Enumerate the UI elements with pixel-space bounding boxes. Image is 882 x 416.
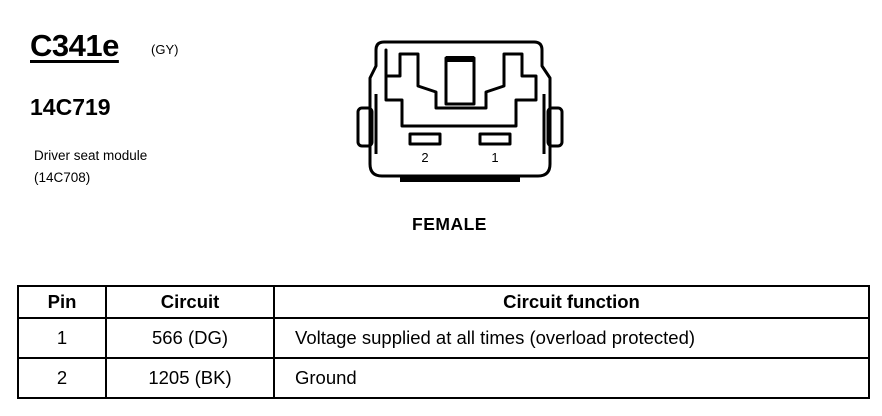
pin-label-1: 1 xyxy=(491,150,498,165)
table-row: 2 1205 (BK) Ground xyxy=(17,357,870,399)
part-number: 14C719 xyxy=(30,94,111,120)
header-pin: Pin xyxy=(17,285,107,319)
pin-table: Pin Circuit Circuit function 1 566 (DG) … xyxy=(17,285,870,399)
header-circuit: Circuit xyxy=(105,285,275,319)
header-circuit-function: Circuit function xyxy=(273,285,870,319)
pin-slot-1 xyxy=(478,132,512,146)
cell-function: Voltage supplied at all times (overload … xyxy=(273,317,870,359)
connector-latch xyxy=(444,56,476,106)
cell-pin: 2 xyxy=(17,357,107,399)
component-description: Driver seat module xyxy=(34,148,148,163)
pin-label-2: 2 xyxy=(421,150,428,165)
table-header-row: Pin Circuit Circuit function xyxy=(17,285,870,319)
pin-slot-2 xyxy=(408,132,442,146)
connector-wire-color: (GY) xyxy=(151,42,179,57)
connector-body-outline xyxy=(368,40,552,178)
connector-face-diagram: 2 1 xyxy=(356,40,564,182)
cell-circuit: 566 (DG) xyxy=(105,317,275,359)
connector-latch-outline xyxy=(384,48,538,128)
cell-circuit: 1205 (BK) xyxy=(105,357,275,399)
connector-gender-label: FEMALE xyxy=(412,214,487,234)
connector-side-rib-left xyxy=(356,106,374,148)
connector-side-rib-right xyxy=(546,106,564,148)
cell-function: Ground xyxy=(273,357,870,399)
table-row: 1 566 (DG) Voltage supplied at all times… xyxy=(17,317,870,359)
cell-pin: 1 xyxy=(17,317,107,359)
component-part-number: (14C708) xyxy=(34,170,91,185)
connector-id: C341e xyxy=(30,28,119,63)
